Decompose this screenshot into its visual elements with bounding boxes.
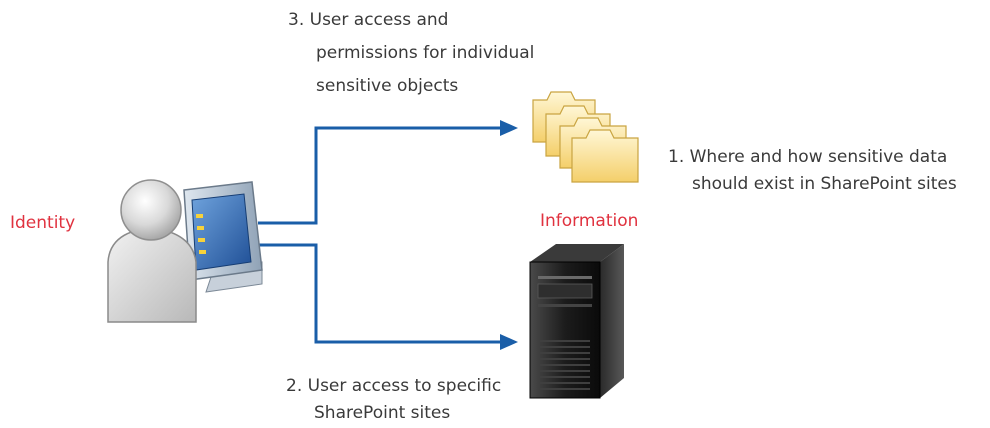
server-tower-icon xyxy=(529,244,624,399)
note-2-line1: 2. User access to specific xyxy=(286,376,502,396)
note-3-line2: permissions for individual xyxy=(316,43,535,63)
user-at-computer-icon xyxy=(107,179,263,323)
stacked-folders-icon xyxy=(532,91,639,183)
arrow-to-server xyxy=(258,243,518,350)
identity-label: Identity xyxy=(10,213,76,233)
note-3-line1: 3. User access and xyxy=(288,10,449,30)
note-1-line2: should exist in SharePoint sites xyxy=(692,174,957,194)
note-1-line1: 1. Where and how sensitive data xyxy=(668,147,948,167)
arrow-to-files xyxy=(258,120,518,225)
information-label: Information xyxy=(540,211,639,231)
note-2-line2: SharePoint sites xyxy=(314,403,451,423)
note-3-line3: sensitive objects xyxy=(316,76,459,96)
